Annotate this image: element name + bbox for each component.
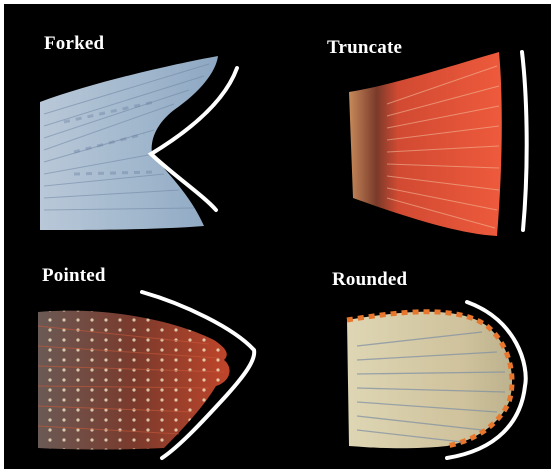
- truncate-outline: [522, 52, 527, 230]
- truncate-label: Truncate: [327, 37, 402, 59]
- truncate-tail-fin-image: [277, 4, 551, 236]
- forked-label: Forked: [44, 33, 104, 55]
- rounded-tail-fin-image: [277, 236, 551, 469]
- forked-panel: Forked: [4, 4, 277, 236]
- figure-background: Forked Truncate: [4, 4, 551, 469]
- pointed-label: Pointed: [42, 265, 106, 287]
- truncate-panel: Truncate: [277, 4, 551, 236]
- rounded-panel: Rounded: [277, 236, 551, 469]
- rounded-label: Rounded: [332, 269, 407, 291]
- pointed-panel: Pointed: [4, 236, 277, 469]
